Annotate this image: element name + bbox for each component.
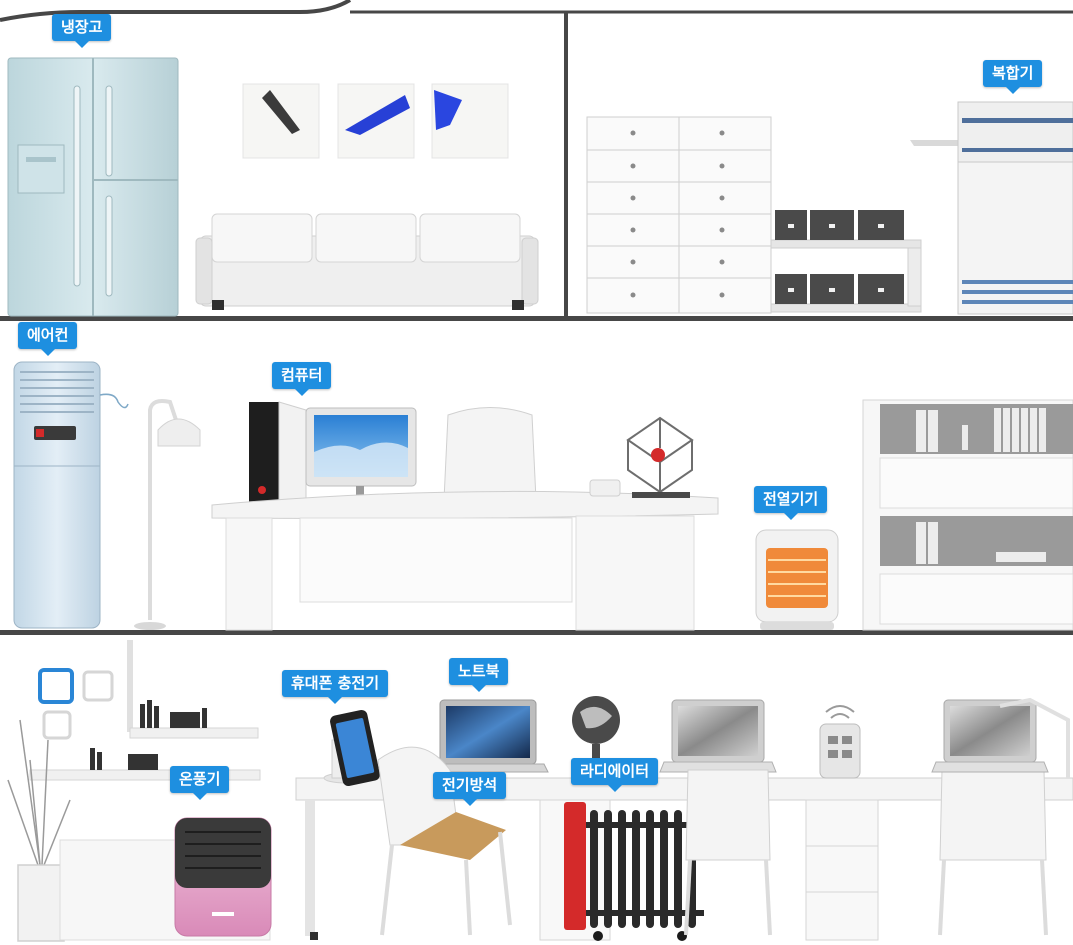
plant-vase: [7, 719, 71, 942]
phone-charger-illustration: [323, 709, 380, 787]
printer-illustration: [910, 101, 1073, 315]
room-divider-top: [0, 316, 1073, 321]
smart-plug-device: [819, 705, 861, 779]
label-electric-heater[interactable]: 전열기기: [754, 486, 828, 520]
desk-chair: [377, 746, 512, 936]
electric-heater-illustration: [755, 529, 839, 630]
laptop-secondary: [659, 699, 777, 773]
room-divider-middle: [0, 630, 1073, 635]
office-desk: [211, 479, 719, 631]
laptop-right: [931, 697, 1070, 778]
computer-monitor: [305, 407, 417, 504]
radiator-illustration: [564, 802, 704, 941]
white-chairs: [684, 769, 1048, 936]
fan-heater-illustration: [174, 817, 272, 937]
label-radiator[interactable]: 라디에이터: [571, 758, 659, 792]
label-air-conditioner[interactable]: 에어컨: [18, 322, 78, 356]
wall-art: [242, 83, 509, 159]
label-phone-charger[interactable]: 휴대폰 충전기: [282, 670, 389, 704]
storage-boxes: [770, 210, 922, 313]
label-electric-mat[interactable]: 전기방석: [433, 772, 507, 806]
wall-decor-squares: [38, 640, 133, 740]
frame-corner: [0, 0, 352, 22]
floor-lamp: [134, 399, 201, 630]
bookshelf: [862, 399, 1073, 631]
desk-sculpture: [626, 416, 694, 498]
room-divider-vertical: [564, 12, 568, 318]
label-fan-heater[interactable]: 온풍기: [170, 766, 230, 800]
laptop-illustration: [427, 699, 549, 773]
computer-tower: [249, 401, 307, 507]
air-conditioner-illustration: [13, 361, 129, 629]
refrigerator-illustration: [7, 57, 179, 317]
drawer-cabinet: [586, 116, 772, 314]
label-multifunction-printer[interactable]: 복합기: [983, 60, 1043, 94]
label-refrigerator[interactable]: 냉장고: [52, 14, 112, 48]
label-computer[interactable]: 컴퓨터: [272, 362, 332, 396]
wall-shelves: [29, 700, 261, 781]
sofa-illustration: [195, 213, 539, 310]
label-laptop[interactable]: 노트북: [449, 658, 509, 692]
